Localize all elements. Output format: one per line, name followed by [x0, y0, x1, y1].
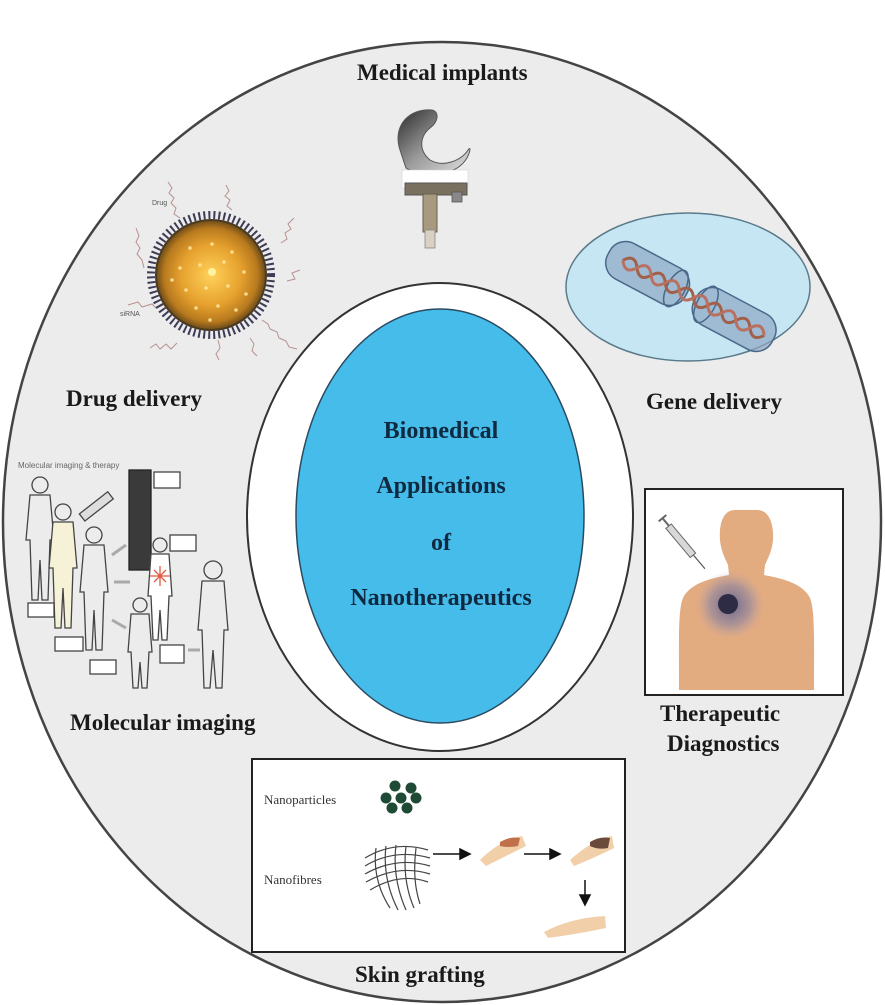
nanoparticles-icon	[380, 780, 422, 814]
therapeutic-diagnostics-icon	[644, 488, 844, 696]
molecular-imaging-title: Molecular imaging & therapy	[18, 461, 119, 470]
label-therapeutic: Therapeutic	[660, 701, 781, 726]
nanoparticle-icon	[127, 181, 301, 361]
gene-delivery-icon	[565, 212, 811, 362]
center-title-line-4: Nanotherapeutics	[350, 585, 532, 611]
center-title-line-1: Biomedical	[383, 418, 499, 444]
label-molecular-imaging: Molecular imaging	[70, 710, 256, 735]
label-medical-implants: Medical implants	[357, 60, 528, 85]
center-title-line-3: of	[431, 530, 451, 556]
label-skin-grafting: Skin grafting	[355, 962, 485, 987]
label-nanofibres: Nanofibres	[264, 872, 322, 887]
molecular-imaging-icon: Molecular imaging & therapy	[18, 461, 229, 689]
label-drug-delivery: Drug delivery	[66, 386, 203, 411]
label-gene-delivery: Gene delivery	[646, 389, 783, 414]
knee-implant-icon	[397, 109, 471, 249]
label-nanoparticles: Nanoparticles	[264, 792, 337, 807]
label-diagnostics: Diagnostics	[667, 731, 780, 756]
drug-label: Drug	[152, 200, 167, 207]
center-ellipse	[295, 308, 585, 724]
nanofibres-icon	[364, 844, 431, 911]
skin-grafting-panel	[251, 758, 626, 991]
center-title-line-2: Applications	[376, 473, 506, 499]
sirna-label: siRNA	[120, 311, 140, 318]
